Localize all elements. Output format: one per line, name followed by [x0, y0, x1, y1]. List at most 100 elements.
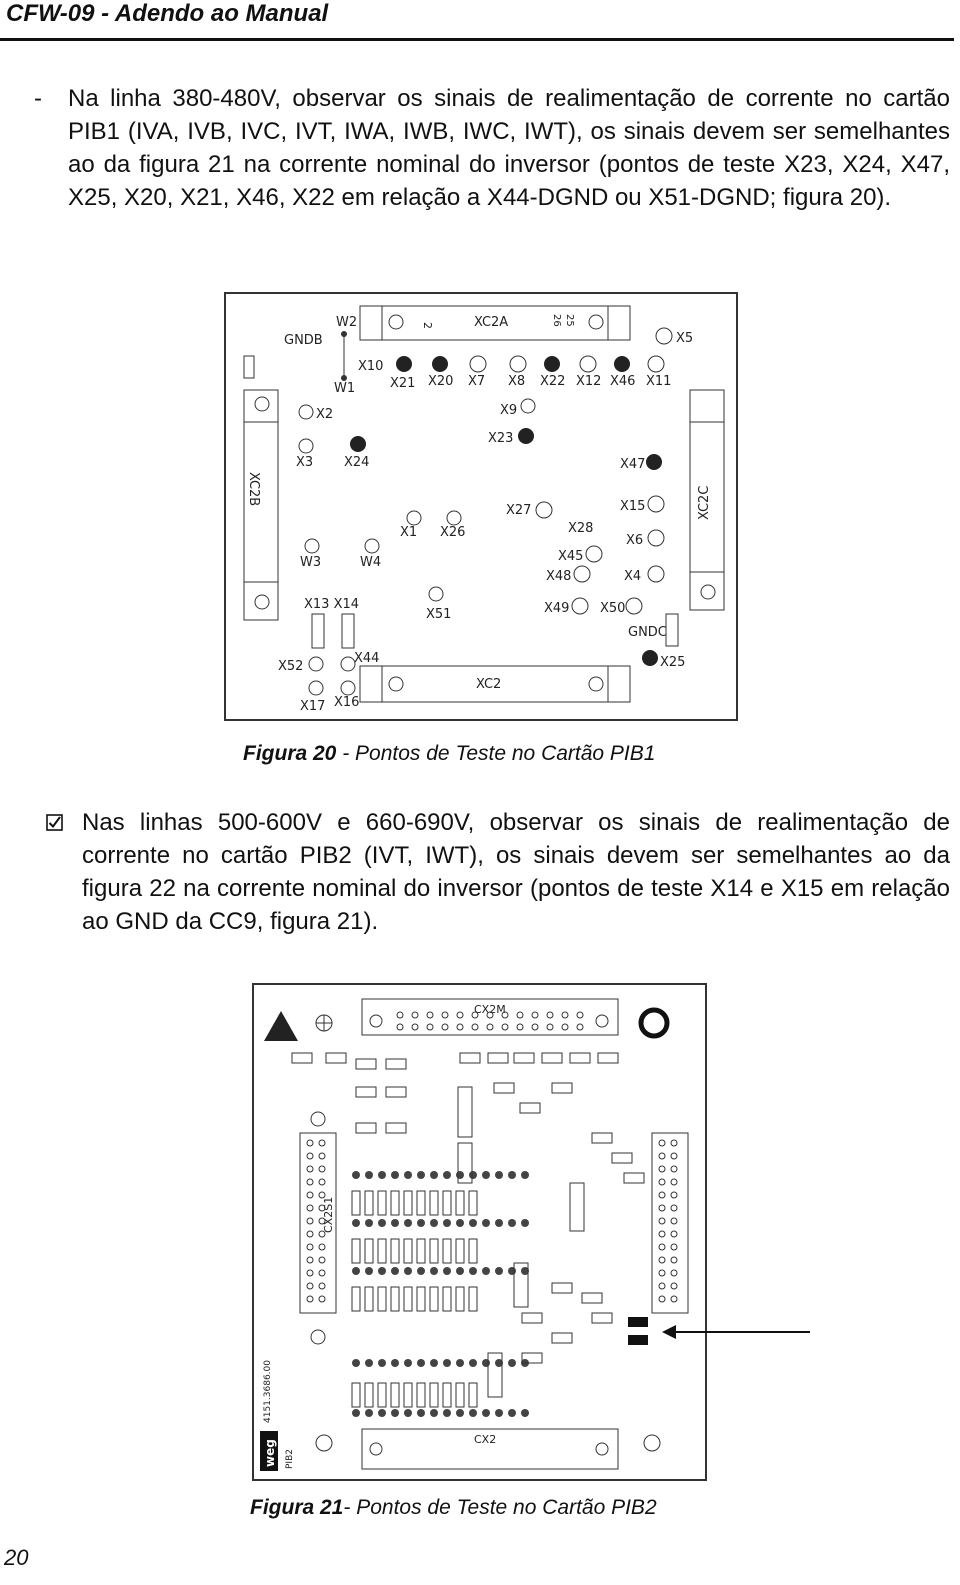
test-point — [495, 1409, 503, 1417]
x45-label: X45 — [558, 549, 583, 564]
connector-pin — [306, 1139, 314, 1147]
x7-label: X7 — [468, 374, 485, 389]
test-point — [508, 1267, 516, 1275]
connector-pin — [576, 1011, 584, 1019]
x27-label: X27 — [506, 503, 531, 518]
x9-label: X9 — [500, 403, 517, 418]
bullet-dash: - — [34, 85, 42, 112]
connector-pin — [546, 1011, 554, 1019]
test-point — [430, 1171, 438, 1179]
test-point — [391, 1359, 399, 1367]
connector-pin — [471, 1023, 479, 1031]
x17-label: X17 — [300, 699, 325, 714]
pcb-resistor — [403, 1190, 413, 1216]
connector-pin — [670, 1191, 678, 1199]
test-point — [495, 1267, 503, 1275]
pcb-component — [355, 1058, 377, 1070]
pcb-component — [591, 1132, 613, 1144]
pcb-component — [291, 1052, 313, 1064]
connector-pin — [411, 1011, 419, 1019]
pcb-ic — [487, 1352, 503, 1398]
x4-label: X4 — [624, 569, 641, 584]
test-point — [521, 1219, 529, 1227]
test-point — [456, 1409, 464, 1417]
test-point — [508, 1359, 516, 1367]
test-point — [404, 1409, 412, 1417]
test-point — [508, 1409, 516, 1417]
test-point — [378, 1219, 386, 1227]
x44-label: X44 — [354, 651, 379, 666]
pcb-resistor — [442, 1190, 452, 1216]
test-point — [469, 1267, 477, 1275]
pcb-resistor — [390, 1286, 400, 1312]
test-point — [417, 1267, 425, 1275]
connector-pin — [670, 1204, 678, 1212]
pib2-label: PIB2 — [285, 1449, 295, 1469]
connector-pin — [318, 1191, 326, 1199]
x24-label: X24 — [344, 455, 369, 470]
cx2s1-label: CX2S1 — [322, 1197, 335, 1233]
xc2c-label: XC2C — [697, 486, 712, 520]
x49-label: X49 — [544, 601, 569, 616]
connector-pin — [318, 1204, 326, 1212]
x28-label: X28 — [568, 521, 593, 536]
x22-label: X22 — [540, 374, 565, 389]
x1-label: X1 — [400, 525, 417, 540]
x21-label: X21 — [390, 376, 415, 391]
connector-pin — [670, 1269, 678, 1277]
test-point — [391, 1409, 399, 1417]
test-point — [456, 1219, 464, 1227]
x10-label: X10 — [358, 359, 383, 374]
pcb-component — [459, 1052, 481, 1064]
test-point — [508, 1171, 516, 1179]
x11-label: X11 — [646, 374, 671, 389]
x20-label: X20 — [428, 374, 453, 389]
test-point — [482, 1219, 490, 1227]
pcb-resistor — [455, 1286, 465, 1312]
connector-pin — [306, 1191, 314, 1199]
x16-label: X16 — [334, 695, 359, 710]
connector-pin — [456, 1011, 464, 1019]
connector-pin — [546, 1023, 554, 1031]
pcb-component — [355, 1122, 377, 1134]
test-point — [469, 1219, 477, 1227]
test-point — [352, 1267, 360, 1275]
pcb-component — [385, 1122, 407, 1134]
pcb-resistor — [377, 1190, 387, 1216]
connector-pin — [486, 1011, 494, 1019]
test-point — [417, 1171, 425, 1179]
cx2-label: CX2 — [474, 1433, 496, 1446]
test-point — [508, 1219, 516, 1227]
pcb-resistor — [442, 1286, 452, 1312]
pcb-resistor — [455, 1238, 465, 1264]
x48-label: X48 — [546, 569, 571, 584]
pcb-resistor — [364, 1190, 374, 1216]
pcb-component — [551, 1282, 573, 1294]
test-point — [469, 1409, 477, 1417]
connector-pin — [396, 1023, 404, 1031]
connector-pin — [658, 1282, 666, 1290]
pcb-resistor — [455, 1190, 465, 1216]
test-point — [391, 1171, 399, 1179]
pcb-resistor — [403, 1238, 413, 1264]
x50-label: X50 — [600, 601, 625, 616]
pin-label: 25 — [564, 314, 575, 327]
connector-pin — [658, 1178, 666, 1186]
pcb-resistor — [416, 1238, 426, 1264]
test-point — [365, 1219, 373, 1227]
x47-label: X47 — [620, 457, 645, 472]
connector-pin — [306, 1152, 314, 1160]
test-point — [404, 1171, 412, 1179]
connector-pin — [670, 1139, 678, 1147]
x6-label: X6 — [626, 533, 643, 548]
pcb-resistor — [390, 1382, 400, 1408]
test-point — [430, 1409, 438, 1417]
connector-pin — [531, 1011, 539, 1019]
test-point — [365, 1359, 373, 1367]
x15-label: X15 — [620, 499, 645, 514]
connector-pin — [658, 1230, 666, 1238]
xc2-label: XC2 — [476, 677, 501, 692]
pcb-component — [385, 1058, 407, 1070]
pcb-resistor — [442, 1382, 452, 1408]
connector-pin — [670, 1230, 678, 1238]
